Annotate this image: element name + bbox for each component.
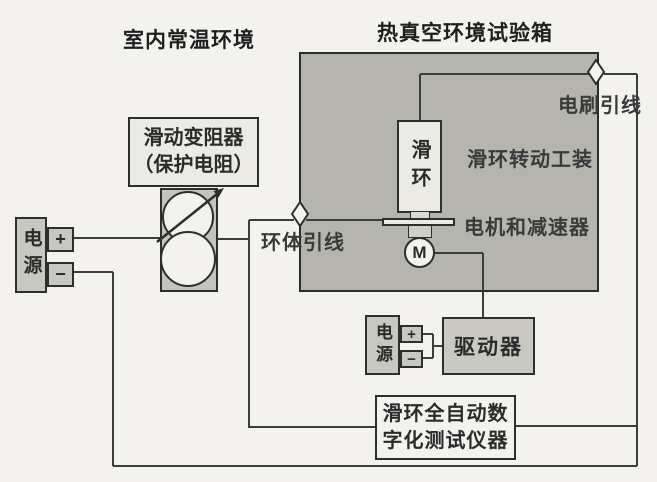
rheostat-body — [160, 188, 218, 292]
rotating-fixture-label: 滑环转动工装 — [467, 149, 593, 171]
slip-ring-box: 滑环 — [397, 120, 442, 213]
vacuum-chamber-box — [299, 52, 599, 292]
brush-lead-label: 电刷引线 — [558, 95, 642, 117]
test-instrument-box: 滑环全自动数 字化测试仪器 — [375, 395, 516, 460]
motor-reducer-label: 电机和减速器 — [464, 217, 590, 239]
driver-power-label: 电源 — [373, 323, 392, 367]
chamber-title: 热真空环境试验箱 — [377, 22, 553, 45]
main-power-plus-terminal: + — [47, 227, 74, 252]
motor-circle: M — [404, 237, 435, 268]
rheostat-label-line2: （保护电阻） — [133, 154, 254, 176]
slip-ring-label: 滑环 — [408, 138, 430, 195]
driver-box: 驱动器 — [442, 317, 535, 375]
rheostat-label-line1: 滑动变阻器 — [143, 127, 244, 149]
main-power-supply: 电源 — [15, 217, 47, 293]
driver-power-minus-terminal: − — [400, 350, 423, 368]
room-environment-title: 室内常温环境 — [123, 29, 255, 52]
driver-power-supply: 电源 — [365, 315, 400, 375]
ring-lead-label: 环体引线 — [261, 232, 345, 254]
main-power-label: 电源 — [20, 228, 42, 282]
rheostat-label-box: 滑动变阻器 （保护电阻） — [128, 117, 259, 187]
main-power-minus-terminal: − — [47, 262, 74, 287]
driver-power-plus-terminal: + — [400, 325, 423, 343]
instrument-line2: 字化测试仪器 — [382, 429, 509, 452]
instrument-line1: 滑环全自动数 — [382, 402, 509, 425]
